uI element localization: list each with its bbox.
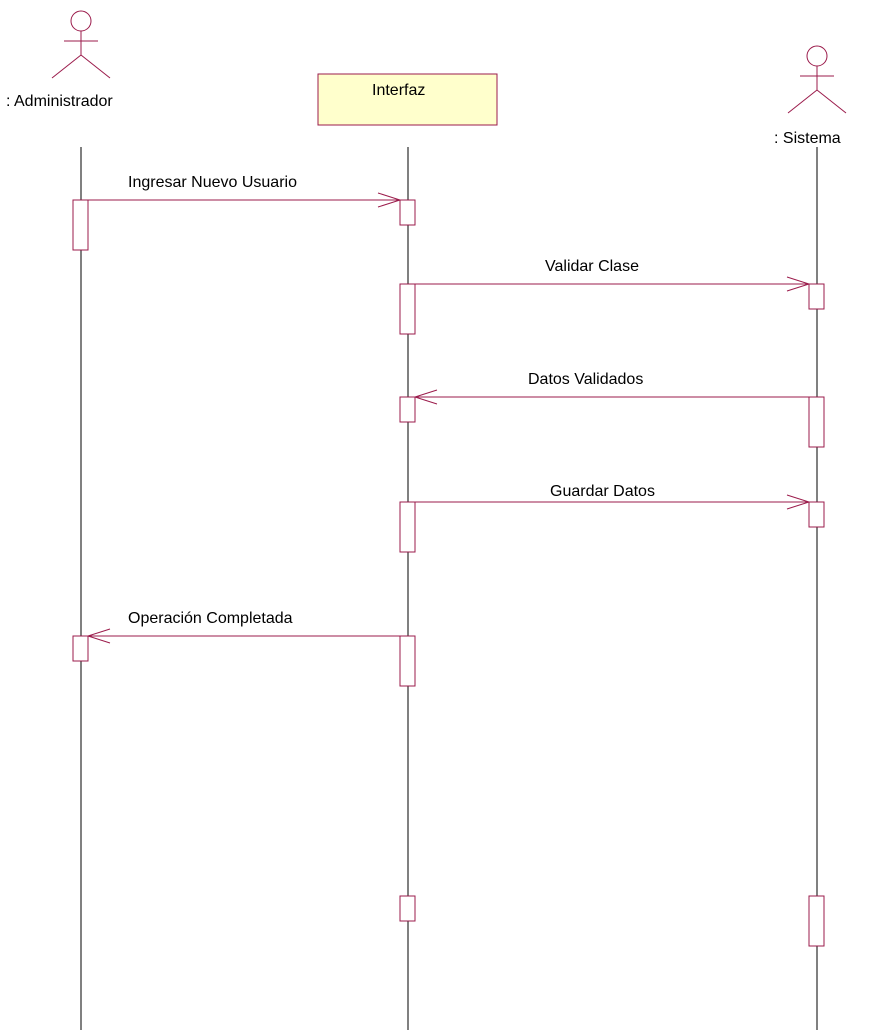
activation-administrador-1 [72,199,89,251]
message-4-label: Guardar Datos [550,483,655,500]
activation-interfaz-4 [399,501,416,553]
participant-interfaz-label: Interfaz [372,82,425,99]
message-validar-clase [415,276,811,292]
object-interfaz-box [317,73,498,126]
participant-administrador-label: : Administrador [6,93,113,110]
activation-sistema-2 [808,396,825,448]
message-5-label: Operación Completada [128,610,293,627]
activation-sistema-1 [808,283,825,310]
activation-interfaz-5 [399,635,416,687]
actor-administrador-head [70,10,92,32]
message-3-label: Datos Validados [528,371,643,388]
activation-interfaz-2 [399,283,416,335]
activation-interfaz-1 [399,199,416,226]
message-ingresar-nuevo-usuario [88,192,402,208]
activation-sistema-3 [808,501,825,528]
message-2-label: Validar Clase [545,258,639,275]
activation-interfaz-6 [399,895,416,922]
message-datos-validados [413,389,809,405]
actor-sistema-head [806,45,828,67]
message-operacion-completada [86,628,400,644]
actor-sistema [787,45,847,114]
message-1-label: Ingresar Nuevo Usuario [128,174,297,191]
activation-interfaz-3 [399,396,416,423]
activation-sistema-4 [808,895,825,947]
message-guardar-datos [415,494,811,510]
activation-administrador-2 [72,635,89,662]
actor-administrador [51,10,111,79]
participant-sistema-label: : Sistema [774,130,841,147]
